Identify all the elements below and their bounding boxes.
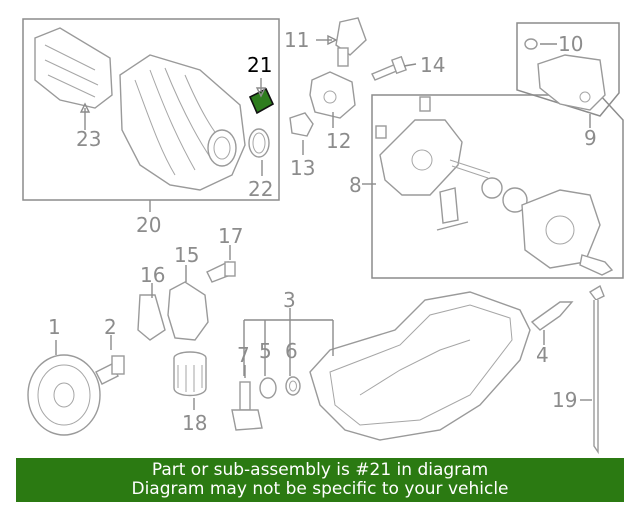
timing-cover-part[interactable] — [524, 38, 606, 111]
callout-17: 17 — [218, 224, 243, 248]
heat-shield-part[interactable] — [34, 27, 113, 109]
callout-21: 21 — [247, 53, 272, 77]
callout-12: 12 — [326, 129, 351, 153]
callout-11: 11 — [284, 28, 309, 52]
bolt-part-14[interactable] — [371, 55, 407, 81]
oil-control-valve-part[interactable] — [335, 17, 367, 67]
callout-23: 23 — [76, 127, 101, 151]
dipstick-tube-part[interactable] — [530, 301, 574, 331]
intake-group-box — [22, 18, 280, 201]
oil-filter-part[interactable] — [173, 351, 207, 397]
callout-5: 5 — [259, 339, 272, 363]
banner-line-2: Diagram may not be specific to your vehi… — [131, 479, 509, 499]
callout-13: 13 — [290, 156, 315, 180]
crank-pulley-part[interactable] — [27, 354, 101, 436]
callout-18: 18 — [182, 411, 207, 435]
dipstick-part[interactable] — [588, 284, 605, 455]
callout-2: 2 — [104, 315, 117, 339]
callout-7: 7 — [237, 343, 250, 367]
filter-housing-part[interactable] — [137, 261, 236, 341]
drain-plug-parts[interactable] — [231, 376, 301, 431]
callout-6: 6 — [285, 339, 298, 363]
callout-10: 10 — [558, 32, 583, 56]
intake-manifold-part[interactable] — [119, 54, 246, 191]
callout-3: 3 — [283, 288, 296, 312]
info-banner: Part or sub-assembly is #21 in diagram D… — [16, 458, 624, 502]
sensor-part-13[interactable] — [289, 112, 314, 137]
callout-8: 8 — [349, 173, 362, 197]
leader-lines — [55, 34, 592, 410]
solenoid-bracket-part[interactable] — [309, 71, 356, 119]
timing-components-part[interactable] — [375, 96, 614, 276]
banner-line-1: Part or sub-assembly is #21 in diagram — [151, 460, 489, 480]
callout-16: 16 — [140, 263, 165, 287]
highlighted-part-21[interactable] — [248, 87, 275, 115]
callout-20: 20 — [136, 213, 161, 237]
callout-labels: 1 2 3 4 5 6 7 8 9 10 11 12 13 14 15 16 1… — [48, 28, 597, 435]
o-ring-part-22[interactable] — [248, 128, 270, 158]
pulley-bolt-part[interactable] — [95, 355, 125, 385]
callout-1: 1 — [48, 315, 61, 339]
callout-4: 4 — [536, 343, 549, 367]
callout-9: 9 — [584, 126, 597, 150]
callout-22: 22 — [248, 177, 273, 201]
callout-14: 14 — [420, 53, 445, 77]
callout-19: 19 — [552, 388, 577, 412]
callout-15: 15 — [174, 243, 199, 267]
cover-group-box — [516, 22, 620, 117]
oil-pan-part[interactable] — [309, 291, 531, 441]
